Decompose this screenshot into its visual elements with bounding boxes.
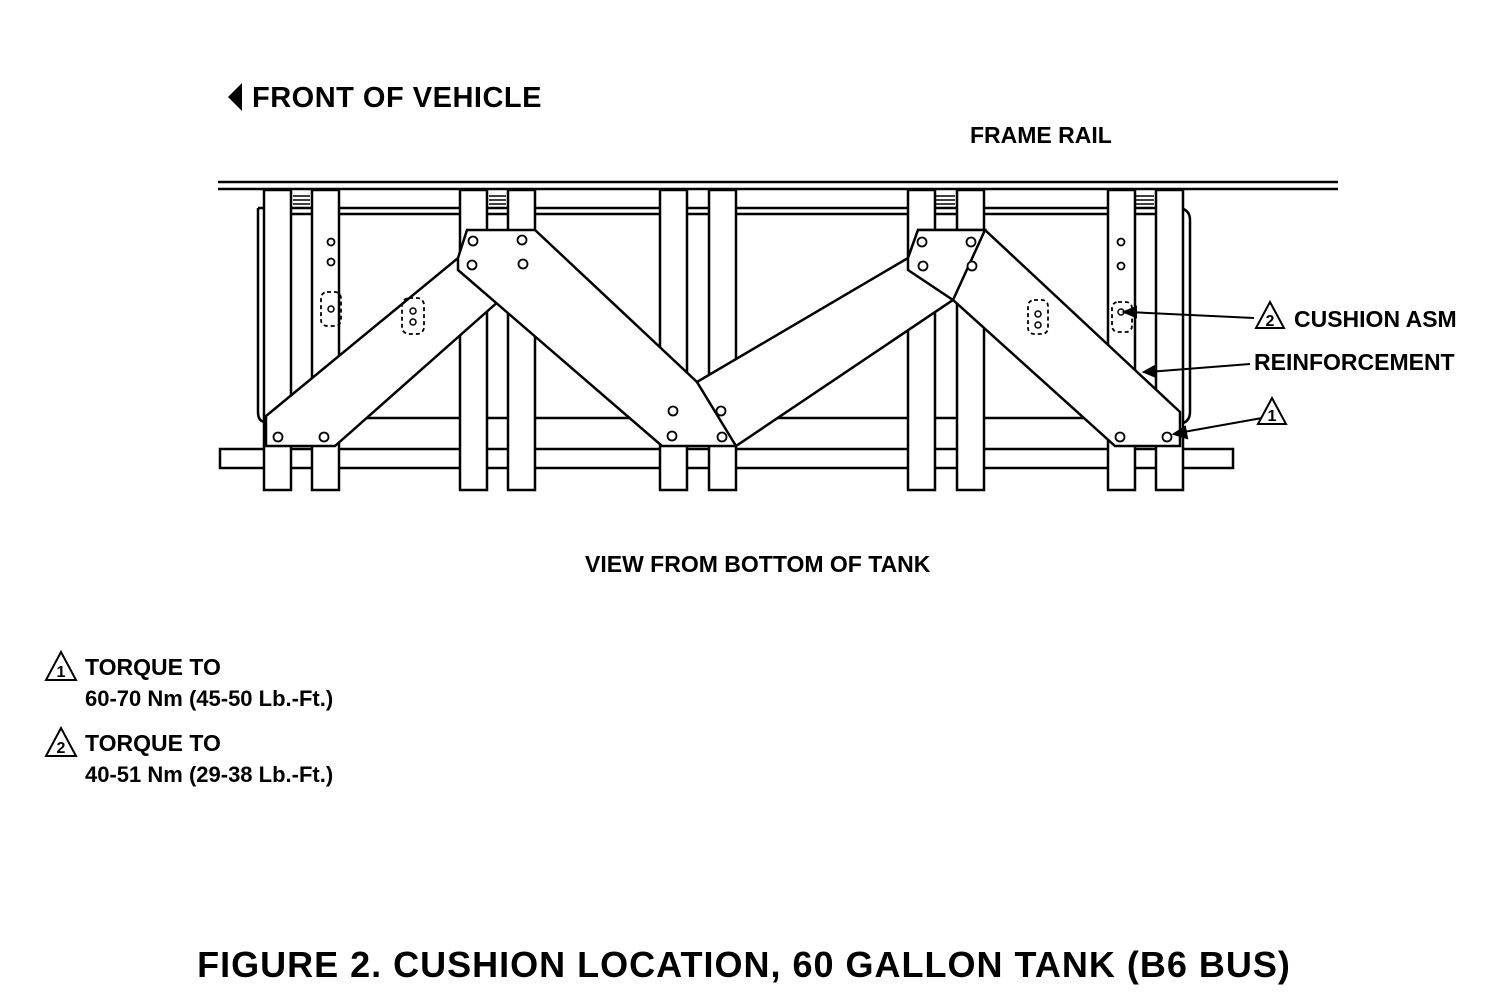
front-of-vehicle-text: FRONT OF VEHICLE	[252, 82, 542, 114]
leader-lines	[1121, 305, 1263, 440]
note-2-title: TORQUE TO	[85, 730, 221, 756]
note-1-marker: 1	[57, 664, 66, 681]
front-arrow-icon	[228, 83, 242, 112]
cushion-pad-holes	[327, 305, 1125, 329]
frame-rail-label: FRAME RAIL	[970, 122, 1112, 148]
note-2-marker: 2	[57, 740, 66, 757]
note-2-triangle: 2	[44, 725, 78, 757]
view-label: VIEW FROM BOTTOM OF TANK	[585, 551, 931, 577]
callout-1-number: 1	[1268, 408, 1277, 425]
cushion-asm-label: CUSHION ASM	[1294, 306, 1457, 332]
figure-caption: FIGURE 2. CUSHION LOCATION, 60 GALLON TA…	[197, 944, 1291, 985]
note-1-value: 60-70 Nm (45-50 Lb.-Ft.)	[85, 686, 334, 711]
front-of-vehicle-label: FRONT OF VEHICLE	[228, 82, 542, 115]
note-1-title: TORQUE TO	[85, 654, 221, 680]
cushion-pads	[320, 291, 1133, 335]
bolt-holes	[272, 234, 1173, 443]
callout-triangle-2: 2	[1254, 299, 1286, 330]
note-1-triangle: 1	[44, 649, 78, 681]
note-2-value: 40-51 Nm (29-38 Lb.-Ft.)	[85, 762, 334, 787]
callout-triangle-1: 1	[1256, 395, 1288, 425]
callout-2-number: 2	[1266, 313, 1275, 330]
strap-ribbing	[293, 195, 1154, 205]
reinforcement-label: REINFORCEMENT	[1254, 349, 1455, 375]
frame-rail	[218, 180, 1338, 191]
